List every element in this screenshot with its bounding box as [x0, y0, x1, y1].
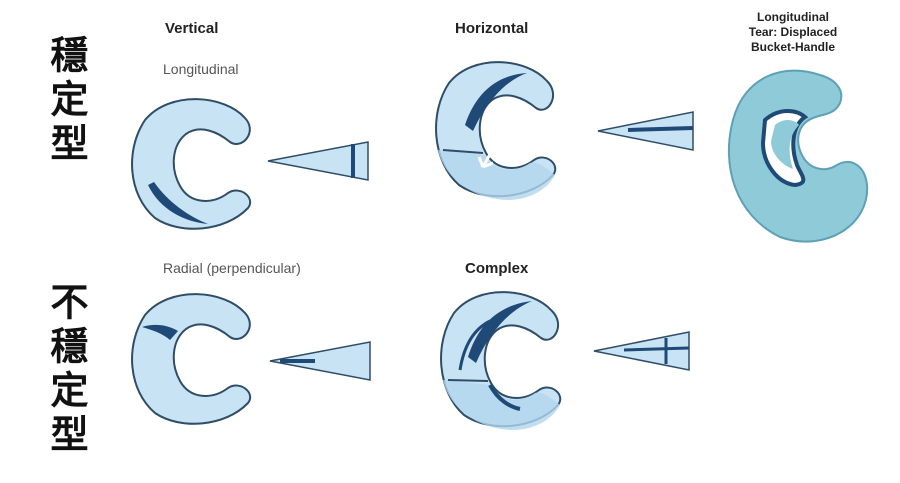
bucket-title-line-1: Longitudinal	[757, 10, 829, 24]
displacement-arrow	[477, 144, 497, 169]
bucket-title-line-2: Tear: Displaced	[748, 25, 838, 39]
complex-tear-mark-2	[458, 319, 491, 371]
meniscus-body	[727, 69, 869, 243]
vertical-title: Vertical	[165, 20, 219, 37]
radial-meniscus-illustration	[131, 293, 251, 425]
longitudinal-subtitle: Longitudinal	[163, 61, 239, 77]
stable-label: 穩定型	[44, 35, 88, 167]
vertical-cross-section	[267, 141, 369, 181]
bucket-title-line-3: Bucket-Handle	[750, 40, 836, 54]
horizontal-meniscus-illustration	[435, 61, 557, 200]
meniscus-body	[131, 293, 251, 425]
complex-tear-mark-3	[488, 384, 521, 411]
complex-meniscus-illustration	[440, 291, 562, 430]
radial-tear-mark	[142, 324, 178, 340]
horizontal-title: Horizontal	[455, 20, 529, 37]
complex-tear-mark-1	[468, 301, 532, 363]
meniscus-body	[131, 98, 251, 230]
unstable-label: 不穩定型	[44, 282, 88, 458]
radial-subtitle: Radial (perpendicular)	[163, 260, 301, 276]
horizontal-cross-section	[597, 111, 694, 151]
longitudinal-tear-mark	[148, 182, 208, 224]
complex-title: Complex	[465, 260, 529, 277]
bucket-handle-title: Longitudinal Tear: Displaced Bucket-Hand…	[718, 10, 868, 55]
horizontal-tear-mark	[465, 73, 527, 131]
vertical-meniscus-illustration	[131, 98, 251, 230]
radial-cross-section	[269, 341, 371, 381]
bucket-handle-illustration	[727, 69, 869, 243]
complex-cross-section	[593, 331, 690, 371]
